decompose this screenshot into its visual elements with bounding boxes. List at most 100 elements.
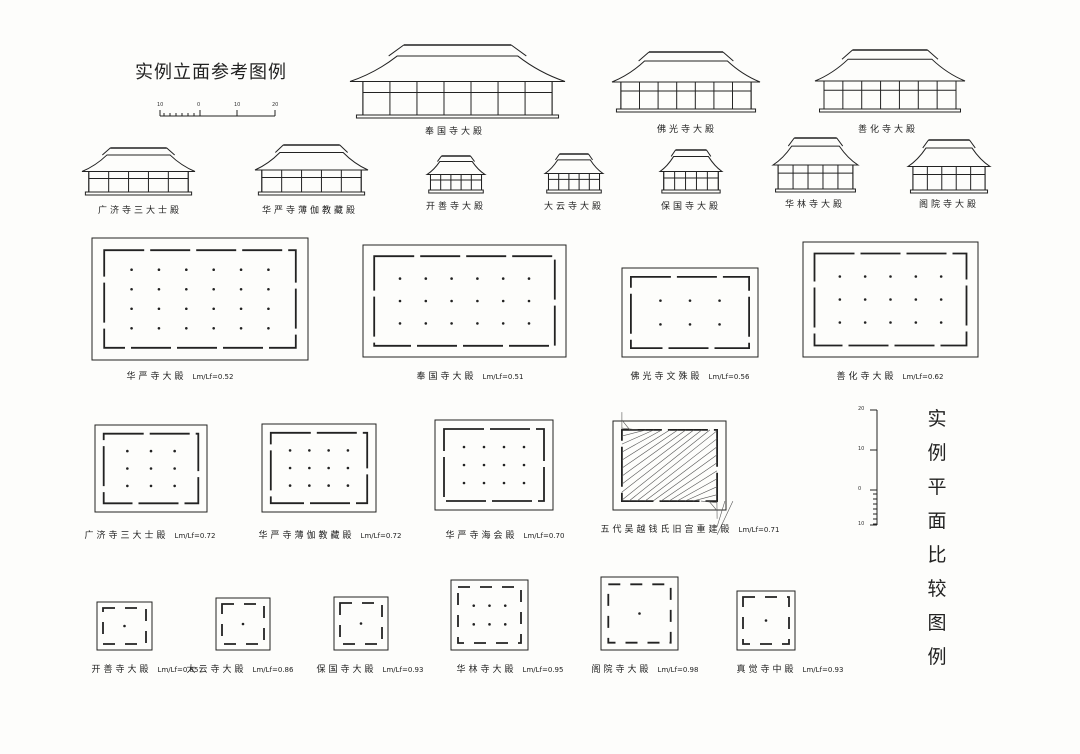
- column-dot: [503, 604, 507, 607]
- column-dot: [638, 612, 641, 615]
- hatch-line: [621, 429, 671, 461]
- column-dot: [522, 445, 526, 449]
- column-dot: [239, 268, 243, 272]
- column-dot: [476, 277, 479, 280]
- hatch-line: [708, 500, 718, 511]
- wall-outline: [742, 596, 790, 645]
- hatch-line: [684, 486, 718, 502]
- column-dot: [914, 275, 918, 278]
- plan-drawing: [333, 596, 389, 651]
- roof: [906, 147, 992, 167]
- column-dot: [718, 323, 721, 326]
- platform-outline: [362, 244, 567, 358]
- plan-ratio: Lm/Lf=0.95: [522, 666, 564, 674]
- scale-tick-label: 20: [272, 102, 279, 108]
- plan-drawing: [91, 237, 309, 361]
- platform-outline: [261, 423, 377, 513]
- column-dot: [149, 484, 153, 488]
- elevation-label: 善化寺大殿: [857, 125, 919, 135]
- platform-outline: [434, 419, 554, 511]
- column-dot: [450, 322, 453, 325]
- hatch-line: [621, 427, 638, 431]
- column-dot: [308, 466, 311, 470]
- column-dot: [450, 299, 453, 303]
- column-dot: [450, 277, 453, 280]
- platform-outline: [600, 576, 679, 651]
- column-dot: [718, 299, 721, 302]
- column-dot: [185, 326, 188, 330]
- wall: [88, 171, 189, 193]
- column-dot: [239, 287, 243, 291]
- column-dot: [501, 277, 505, 280]
- column-dot: [476, 322, 479, 325]
- elevation-drawing: [543, 153, 605, 194]
- column-dot: [130, 268, 133, 272]
- platform-outline: [96, 601, 153, 651]
- column-dot: [482, 463, 486, 467]
- elevation-drawing: [906, 139, 992, 194]
- platform-outline: [736, 590, 796, 651]
- column-dot: [173, 467, 176, 470]
- column-dot: [327, 466, 330, 470]
- column-dot: [212, 326, 215, 330]
- column-dot: [327, 449, 330, 452]
- scale-tick-label: 10: [858, 521, 865, 527]
- column-dot: [239, 307, 243, 311]
- platform-outline: [621, 267, 759, 358]
- roof-hip: [670, 149, 712, 157]
- column-dot: [212, 268, 215, 272]
- column-dot: [308, 449, 311, 452]
- plan-drawing: [96, 601, 153, 651]
- roof-hip: [922, 139, 976, 149]
- plan-name: 华严寺大殿: [126, 372, 187, 382]
- plan-drawing: [362, 244, 567, 358]
- roof: [81, 154, 196, 172]
- elevation-drawing: [254, 144, 369, 196]
- hatch-line: [628, 430, 718, 502]
- column-dot: [157, 268, 161, 272]
- hatch-line: [621, 429, 711, 501]
- platform: [775, 188, 856, 193]
- hatch-line: [636, 438, 718, 502]
- platform: [909, 189, 989, 194]
- column-dot: [288, 484, 292, 487]
- column-dot: [288, 449, 292, 452]
- wall-outline: [457, 586, 522, 644]
- elevation-drawing: [349, 44, 566, 119]
- column-dot: [123, 624, 126, 628]
- hatch-line: [676, 478, 718, 502]
- roof: [543, 159, 605, 174]
- column-dot: [157, 307, 161, 311]
- column-dot: [462, 481, 466, 485]
- roof-hip: [388, 44, 527, 57]
- elevation-title: 实例立面参考图例: [135, 62, 287, 83]
- column-dot: [424, 277, 428, 280]
- column-dot: [527, 277, 531, 280]
- platform-outline: [802, 241, 979, 358]
- column-dot: [472, 623, 476, 626]
- plan-ratio: Lm/Lf=0.98: [657, 666, 699, 674]
- platform-outline: [333, 596, 389, 651]
- platform: [355, 114, 560, 119]
- column-dot: [939, 298, 943, 301]
- elevation-drawing: [814, 49, 966, 113]
- hatch-line: [621, 429, 655, 445]
- roof-hip: [102, 147, 175, 156]
- plan-drawing: [450, 579, 529, 651]
- wall-outline: [269, 431, 369, 505]
- scale-tick-label: 10: [234, 102, 241, 108]
- plan-scale: [870, 409, 878, 526]
- elevation-label: 大云寺大殿: [543, 202, 605, 212]
- elevation-drawing: [611, 51, 761, 113]
- column-dot: [502, 481, 506, 485]
- plan-drawing: [434, 419, 554, 511]
- column-dot: [838, 275, 842, 278]
- wall-outline: [607, 583, 672, 644]
- roof: [658, 155, 724, 172]
- hatch-line: [621, 419, 631, 431]
- column-dot: [288, 466, 292, 470]
- column-dot: [398, 277, 402, 280]
